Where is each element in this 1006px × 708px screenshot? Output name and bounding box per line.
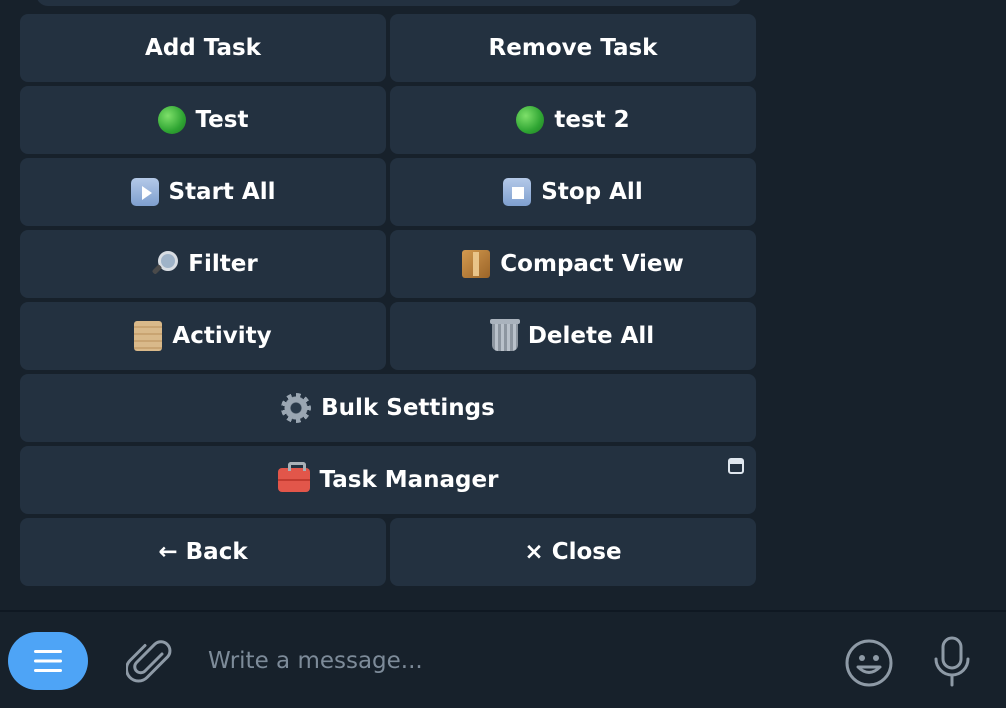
filter-label: Filter [188, 251, 258, 277]
remove-task-label: Remove Task [488, 35, 658, 61]
add-task-label: Add Task [145, 35, 261, 61]
delete-all-button[interactable]: Delete All [390, 302, 756, 370]
filter-button[interactable]: Filter [20, 230, 386, 298]
previous-message-edge [36, 0, 742, 6]
stop-button-icon [503, 178, 532, 206]
message-input[interactable] [196, 634, 816, 688]
magnifying-glass-icon [148, 249, 179, 279]
compact-view-label: Compact View [500, 251, 684, 277]
task-test-label: Test [195, 107, 249, 133]
bulk-settings-label: Bulk Settings [321, 395, 495, 421]
green-circle-icon [157, 106, 186, 134]
toolbox-icon [277, 462, 310, 492]
scroll-icon [134, 321, 163, 351]
task-test-button[interactable]: Test [20, 86, 386, 154]
compact-view-button[interactable]: Compact View [390, 230, 756, 298]
start-all-label: Start All [168, 179, 276, 205]
emoji-button[interactable] [842, 636, 896, 690]
add-task-button[interactable]: Add Task [20, 14, 386, 82]
play-button-icon [130, 178, 159, 206]
back-button[interactable]: ← Back [20, 518, 386, 586]
attach-button[interactable] [122, 634, 176, 688]
stop-all-label: Stop All [541, 179, 643, 205]
chat-area: Add Task Remove Task Test test 2 Start A… [0, 0, 1006, 610]
task-test-2-button[interactable]: test 2 [390, 86, 756, 154]
stop-all-button[interactable]: Stop All [390, 158, 756, 226]
start-all-button[interactable]: Start All [20, 158, 386, 226]
close-button[interactable]: × Close [390, 518, 756, 586]
back-label: ← Back [158, 539, 248, 565]
delete-all-label: Delete All [527, 323, 655, 349]
bot-menu-button[interactable] [8, 632, 88, 690]
wastebasket-icon [489, 319, 520, 351]
hamburger-menu-icon [34, 650, 62, 672]
message-input-bar [0, 610, 1006, 708]
paperclip-icon [126, 640, 172, 683]
green-circle-icon [516, 106, 545, 134]
remove-task-button[interactable]: Remove Task [390, 14, 756, 82]
close-label: × Close [524, 539, 622, 565]
task-manager-label: Task Manager [319, 467, 499, 493]
activity-button[interactable]: Activity [20, 302, 386, 370]
bulk-settings-button[interactable]: Bulk Settings [20, 374, 756, 442]
open-app-icon [728, 458, 744, 474]
inline-keyboard: Add Task Remove Task Test test 2 Start A… [20, 14, 756, 586]
microphone-icon [934, 636, 970, 687]
task-test-2-label: test 2 [554, 107, 630, 133]
smiley-icon [845, 639, 893, 687]
task-manager-button[interactable]: Task Manager [20, 446, 756, 514]
activity-label: Activity [172, 323, 272, 349]
gear-icon [281, 393, 312, 423]
package-icon [462, 250, 491, 278]
voice-message-button[interactable] [924, 632, 980, 692]
